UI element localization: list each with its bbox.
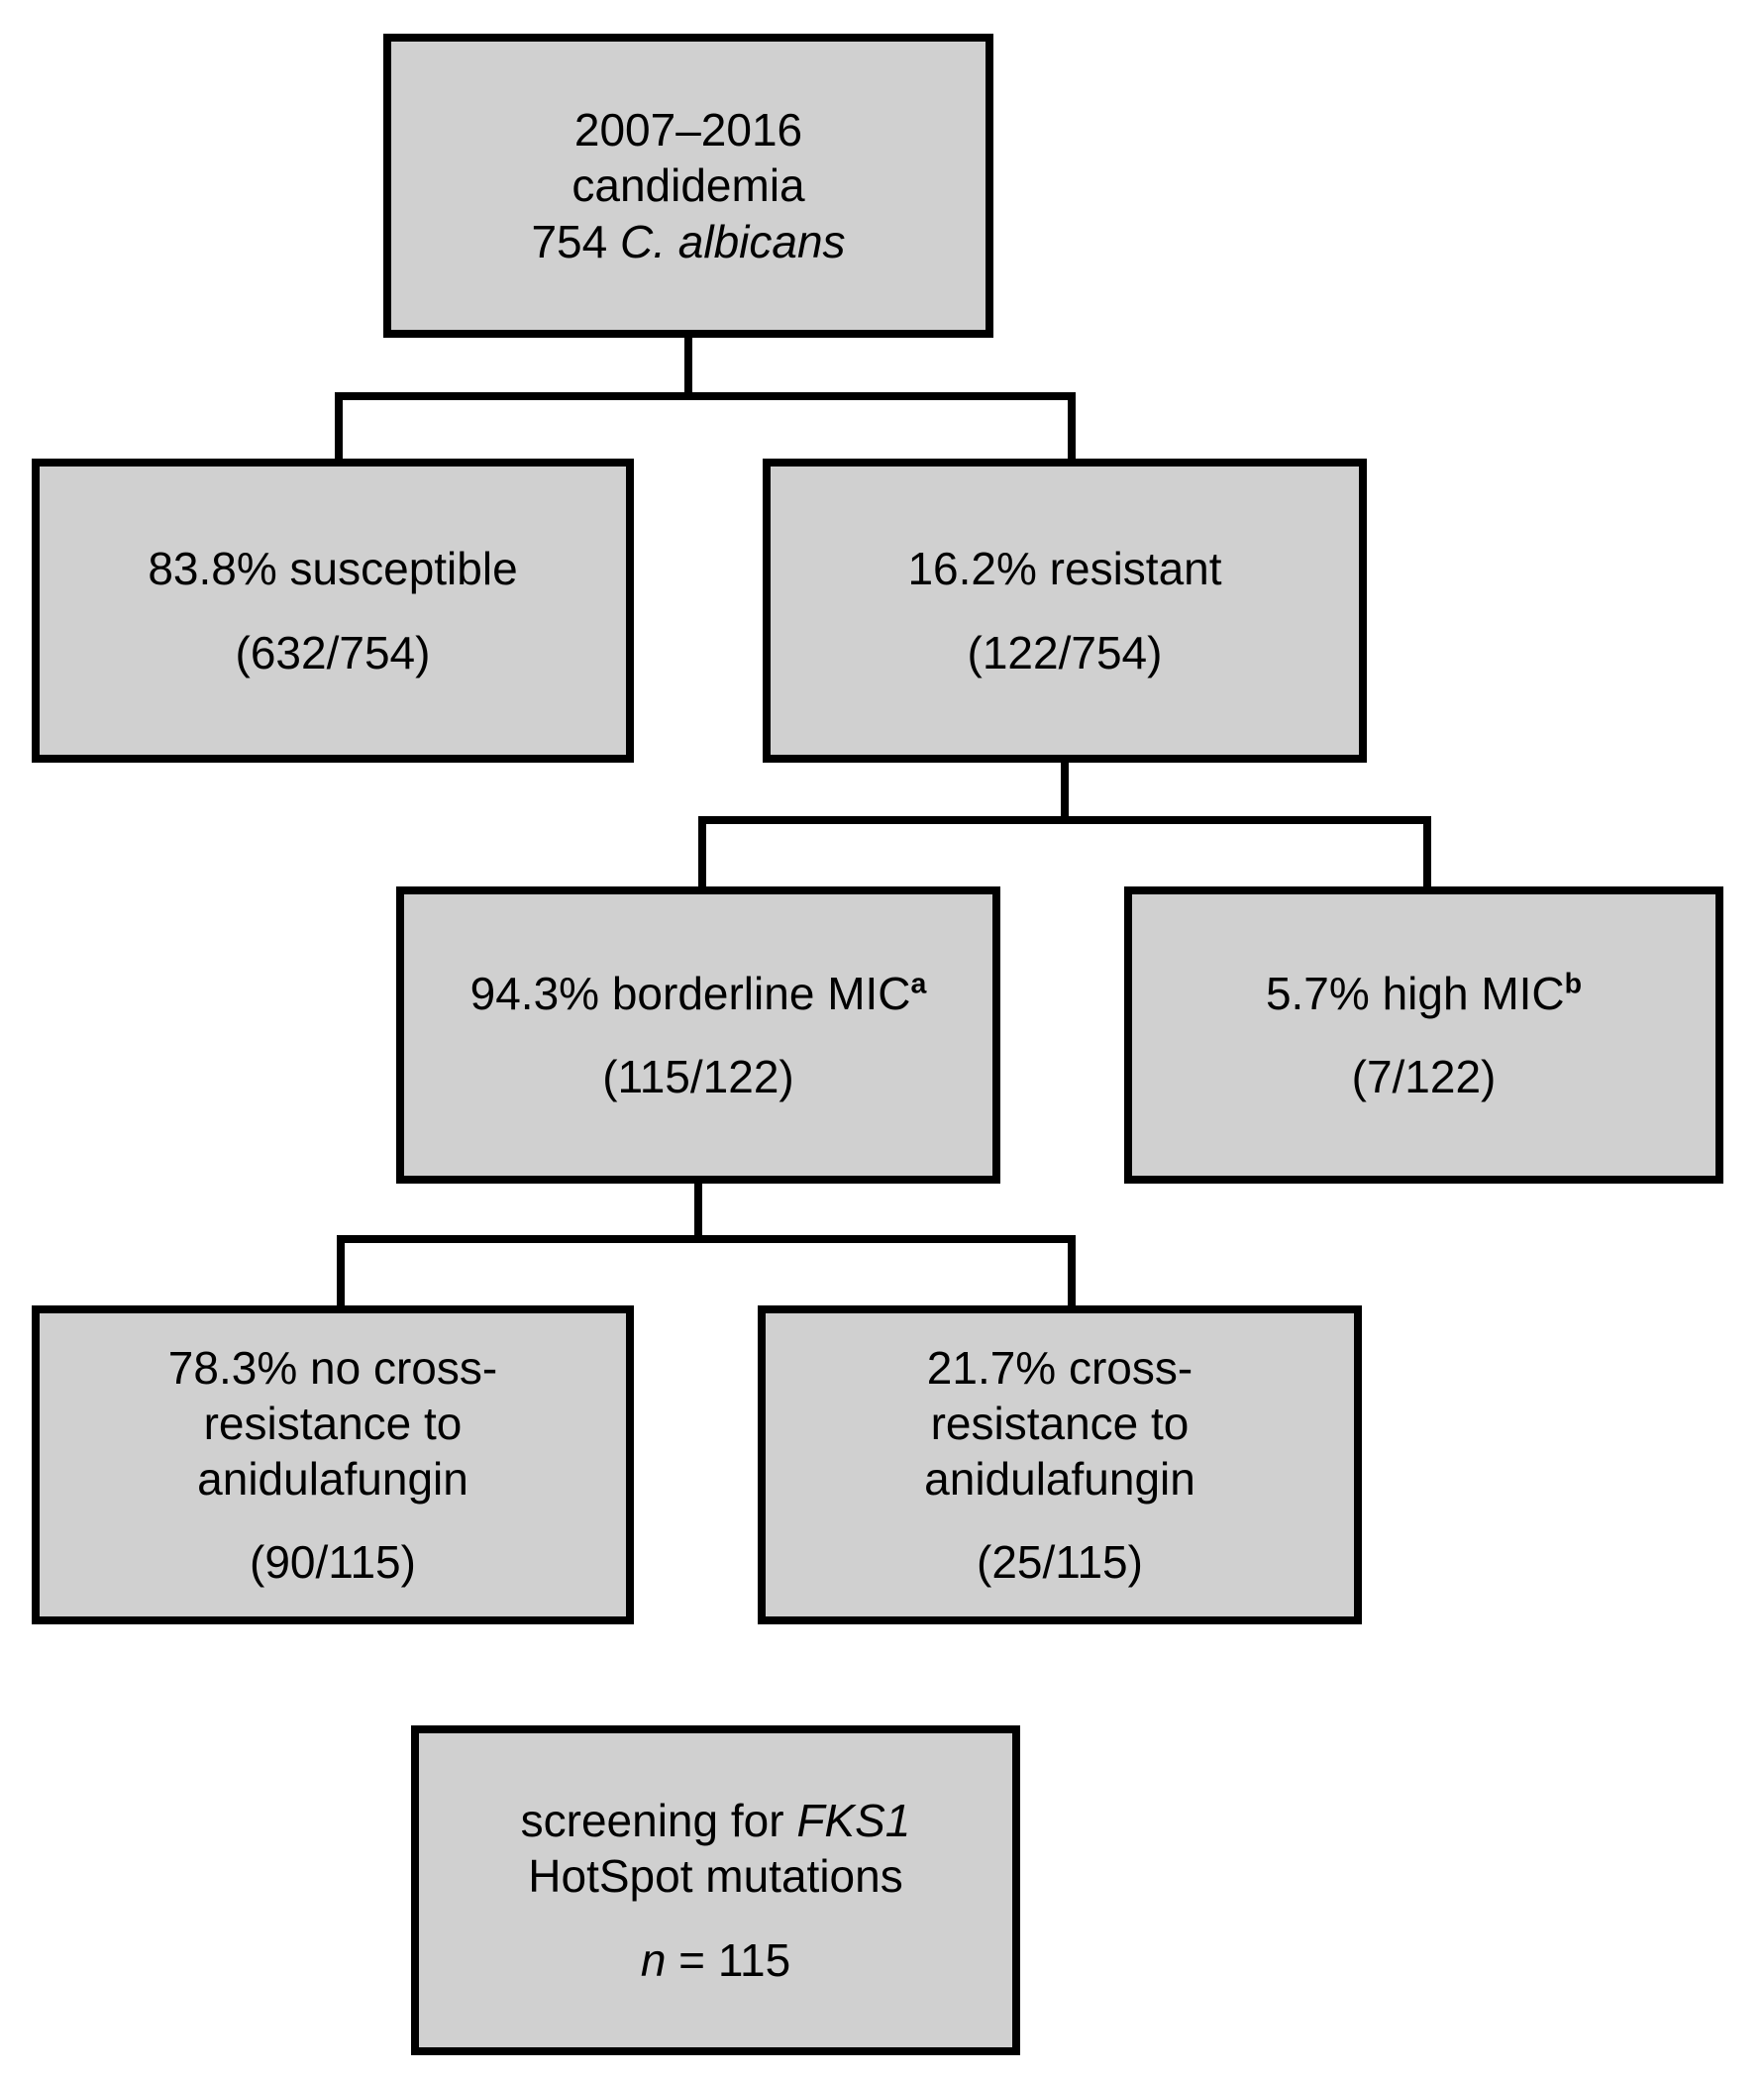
node-cross-resistance[interactable]: 21.7% cross- resistance to anidulafungin… (758, 1305, 1362, 1624)
node-borderline-mic-count: (115/122) (602, 1051, 794, 1103)
node-no-cross-resistance[interactable]: 78.3% no cross- resistance to anidulafun… (32, 1305, 634, 1624)
node-susceptible-count: (632/754) (235, 626, 431, 678)
connector-borderline-to-no-cross-resistance (337, 1235, 345, 1309)
node-resistant-count: (122/754) (967, 626, 1163, 678)
node-susceptible-label: 83.8% susceptible (148, 543, 518, 595)
node-cross-resistance-line3: anidulafungin (924, 1452, 1195, 1505)
connector-resistant-to-high-mic (1423, 816, 1431, 890)
connector-resistant-to-borderline-mic (698, 816, 706, 890)
node-root-species-count: 754 (531, 215, 620, 267)
node-high-mic[interactable]: 5.7% high MICb (7/122) (1124, 886, 1723, 1184)
node-root-species-name: C. albicans (619, 215, 846, 267)
connector-root-horizontal (335, 392, 1076, 400)
connector-root-to-resistant (1068, 392, 1076, 463)
connector-root-stem (684, 338, 692, 400)
node-no-cross-resistance-count: (90/115) (250, 1536, 416, 1589)
node-screening-n-symbol: n (640, 1933, 667, 1986)
node-screening-sample-size: n = 115 (641, 1932, 790, 1988)
node-cross-resistance-line1: 21.7% cross- (926, 1341, 1193, 1394)
node-susceptible[interactable]: 83.8% susceptible (632/754) (32, 459, 634, 763)
node-borderline-mic-label: 94.3% borderline MIC (469, 967, 911, 1019)
node-high-mic-line: 5.7% high MICb (1266, 966, 1582, 1021)
node-screening-gene-name: FKS1 (796, 1795, 911, 1847)
connector-resistant-horizontal (698, 816, 1431, 824)
node-screening-line1: screening for FKS1 (521, 1793, 911, 1848)
node-root-line-condition: candidemia (571, 159, 805, 212)
footnote-marker-b: b (1564, 968, 1583, 1000)
node-screening-line2: HotSpot mutations (528, 1850, 903, 1903)
connector-resistant-stem (1061, 763, 1069, 824)
node-resistant-label: 16.2% resistant (907, 543, 1222, 595)
node-no-cross-resistance-line3: anidulafungin (197, 1452, 468, 1505)
node-borderline-mic[interactable]: 94.3% borderline MICa (115/122) (396, 886, 1000, 1184)
node-cross-resistance-line2: resistance to (930, 1397, 1190, 1449)
node-no-cross-resistance-line2: resistance to (203, 1397, 463, 1449)
node-screening-n-value: = 115 (666, 1933, 791, 1986)
connector-root-to-susceptible (335, 392, 343, 463)
node-no-cross-resistance-line1: 78.3% no cross- (167, 1341, 498, 1394)
node-screening-prefix: screening for (520, 1795, 797, 1847)
node-root-line-species: 754 C. albicans (531, 214, 845, 269)
connector-borderline-to-cross-resistance (1068, 1235, 1076, 1309)
connector-borderline-stem (694, 1184, 702, 1243)
node-cross-resistance-count: (25/115) (977, 1536, 1143, 1589)
node-root-line-years: 2007–2016 (573, 104, 803, 156)
node-high-mic-count: (7/122) (1351, 1051, 1497, 1103)
node-borderline-mic-line: 94.3% borderline MICa (470, 966, 927, 1021)
footnote-marker-a: a (910, 968, 927, 1000)
node-resistant[interactable]: 16.2% resistant (122/754) (763, 459, 1367, 763)
node-high-mic-label: 5.7% high MIC (1265, 967, 1565, 1019)
connector-borderline-horizontal (337, 1235, 1076, 1243)
node-screening[interactable]: screening for FKS1 HotSpot mutations n =… (411, 1725, 1020, 2055)
node-cohort-root[interactable]: 2007–2016 candidemia 754 C. albicans (383, 34, 993, 338)
